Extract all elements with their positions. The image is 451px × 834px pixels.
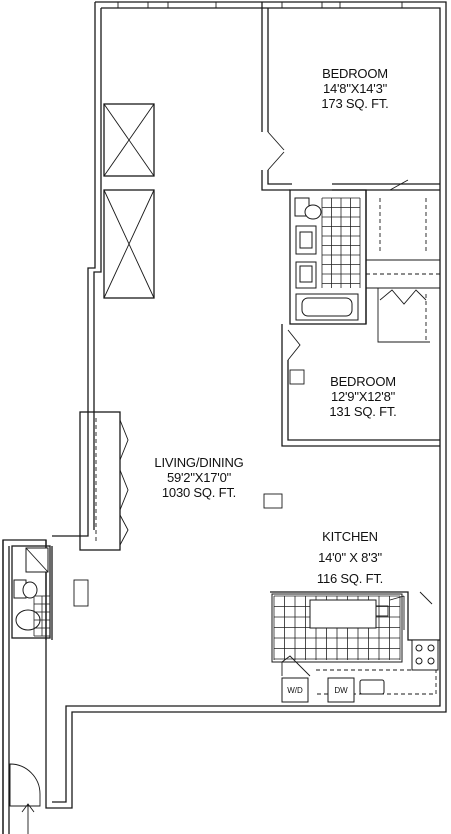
kitchen-layout — [270, 591, 440, 703]
bedroom-1-name: BEDROOM — [322, 66, 388, 81]
bedroom-1-area: 173 SQ. FT. — [321, 96, 389, 111]
bedroom-1-label: BEDROOM 14'8"X14'3" 173 SQ. FT. — [300, 66, 410, 111]
bedroom-2-dims: 12'9"X12'8" — [330, 389, 396, 404]
closets — [365, 179, 440, 343]
washer-dryer-label: W/D — [287, 686, 303, 695]
living-dining-label: LIVING/DINING 59'2"X17'0" 1030 SQ. FT. — [134, 455, 264, 500]
bedroom-1-dims: 14'8"X14'3" — [322, 81, 388, 96]
left-closet — [79, 411, 129, 551]
living-dining-dims: 59'2"X17'0" — [166, 470, 232, 485]
bedroom-2-walls — [281, 324, 440, 447]
skylights — [103, 103, 155, 299]
dishwasher-label: DW — [334, 686, 348, 695]
entry-arrow-icon — [21, 803, 35, 834]
column — [263, 493, 283, 509]
bedroom-2-name: BEDROOM — [330, 374, 396, 389]
windows — [117, 1, 403, 9]
living-dining-area: 1030 SQ. FT. — [161, 485, 237, 500]
kitchen-name: KITCHEN — [322, 529, 378, 544]
bathroom-1 — [289, 189, 367, 325]
kitchen-label: KITCHEN 14'0" X 8'3" 116 SQ. FT. — [290, 526, 410, 589]
bedroom-2-area: 131 SQ. FT. — [329, 404, 397, 419]
entry-bathroom — [11, 545, 89, 639]
kitchen-dims: 14'0" X 8'3" — [318, 550, 382, 565]
entry-door — [9, 763, 41, 807]
kitchen-area: 116 SQ. FT. — [316, 571, 384, 586]
bedroom-2-label: BEDROOM 12'9"X12'8" 131 SQ. FT. — [308, 374, 418, 419]
living-dining-name: LIVING/DINING — [154, 455, 244, 470]
bedroom-1-walls — [261, 2, 440, 191]
